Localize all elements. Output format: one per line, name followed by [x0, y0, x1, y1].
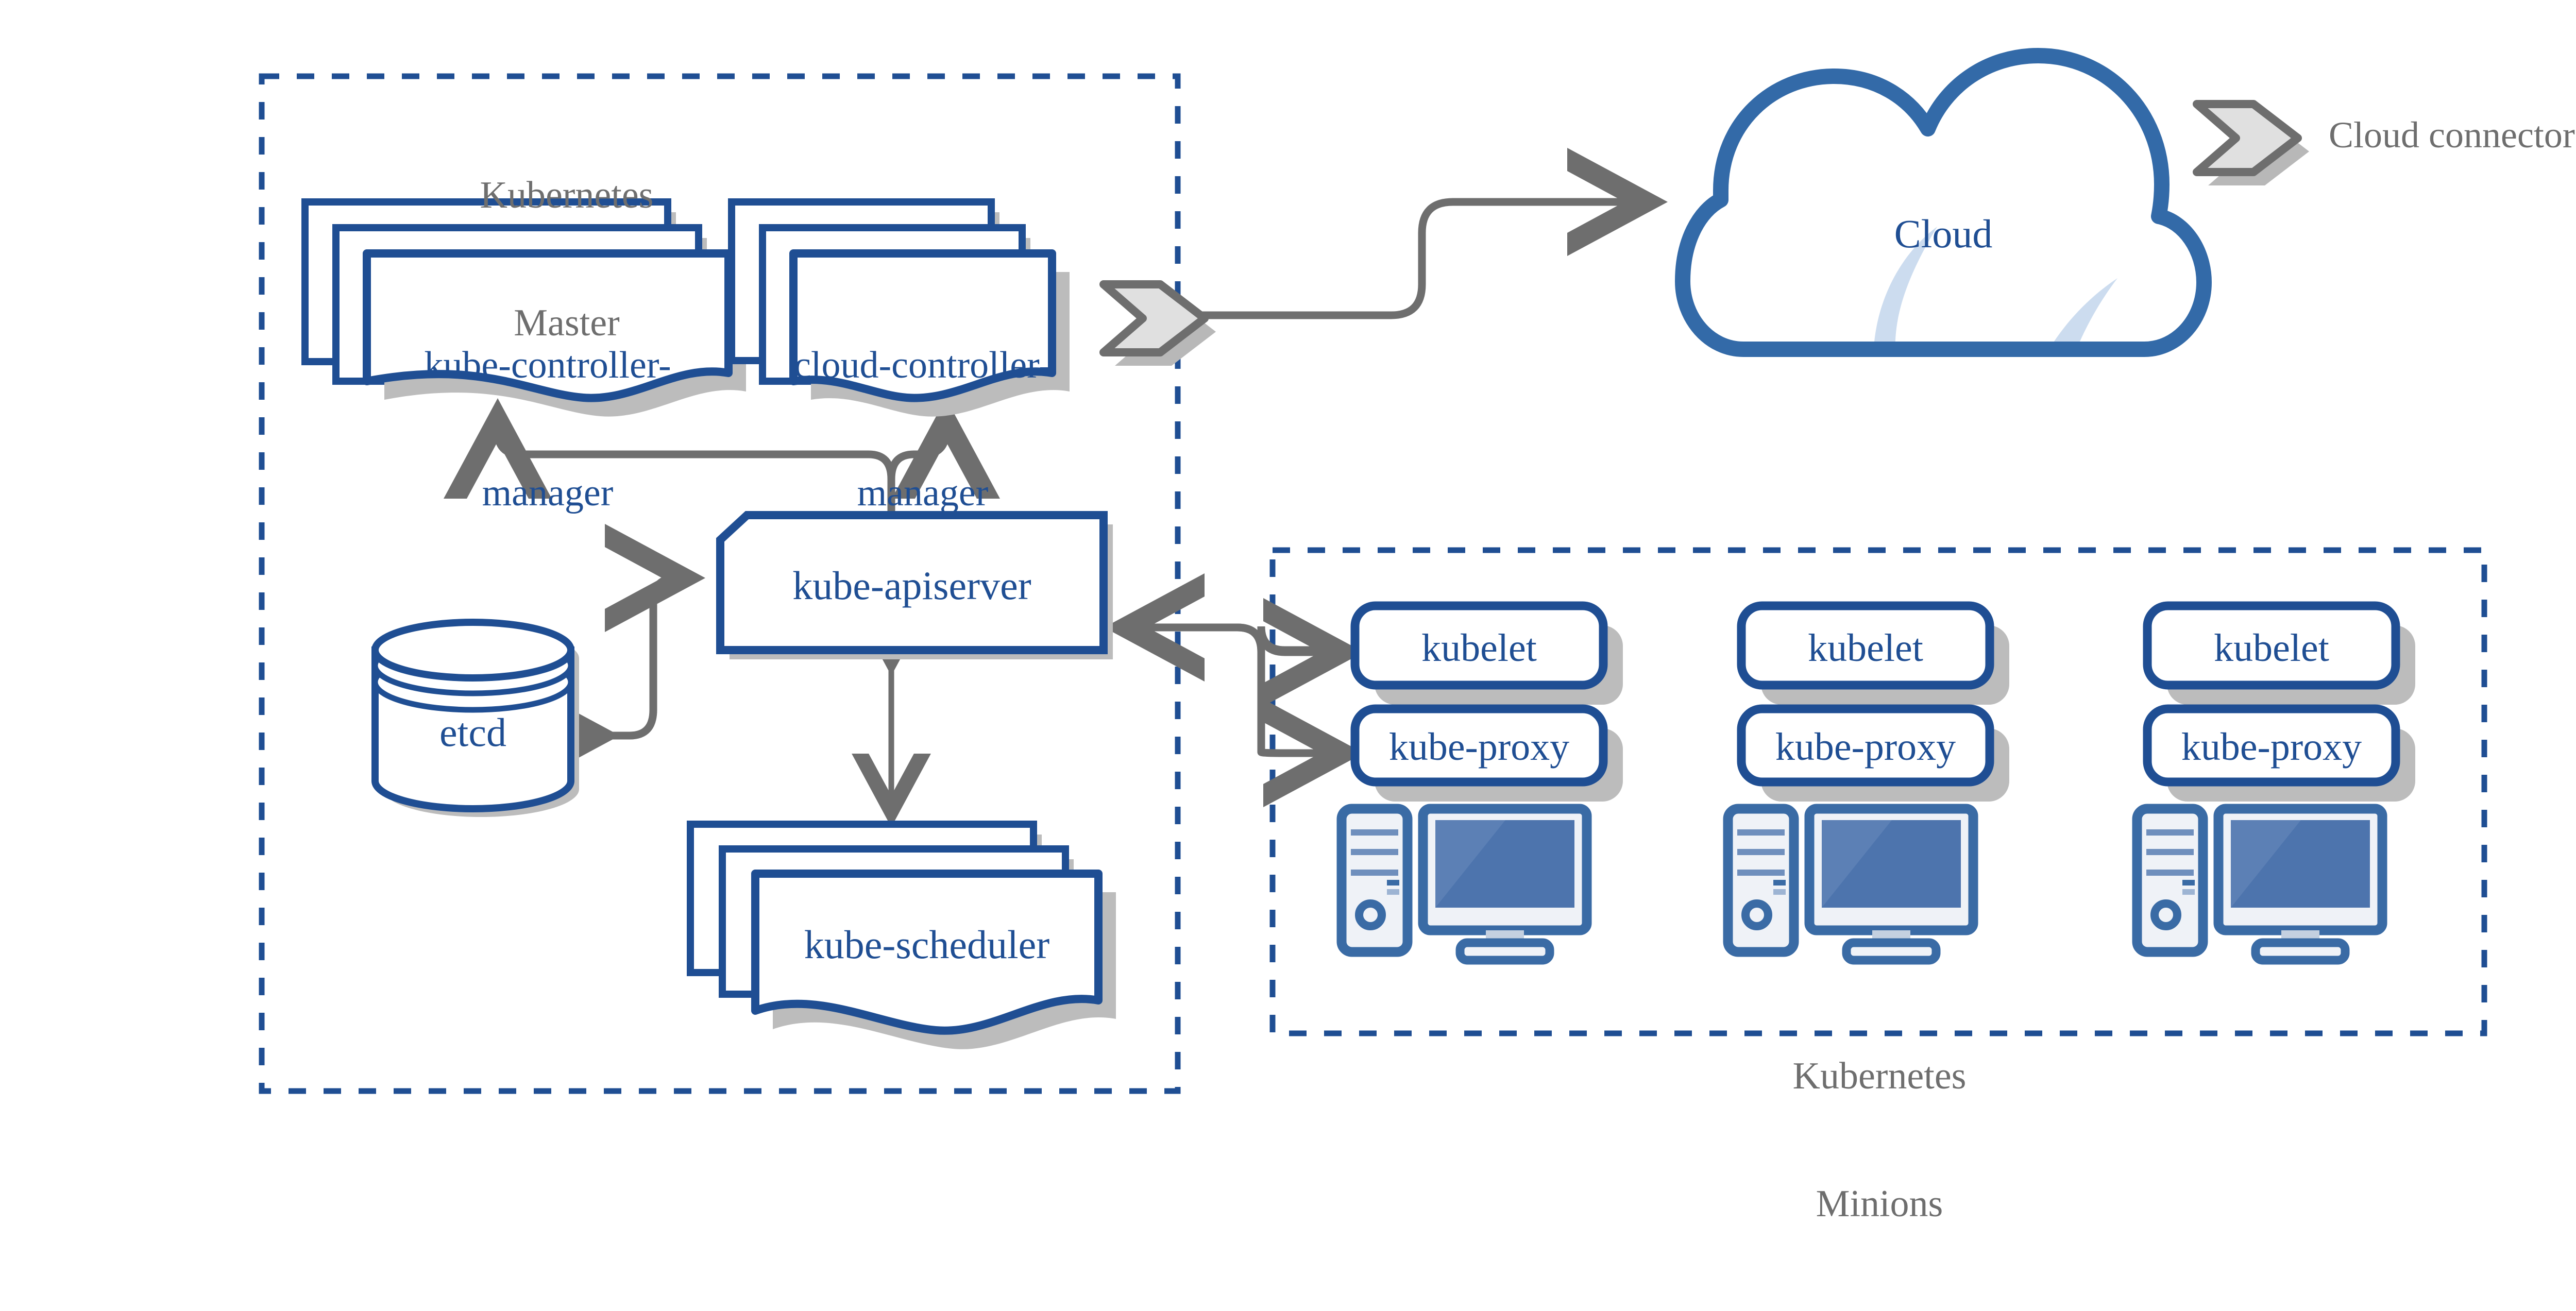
kcm-label-line1: kube-controller-	[424, 344, 671, 386]
group-label-minions-line1: Kubernetes	[1792, 1054, 1967, 1097]
cloud-node	[1675, 48, 2212, 495]
diagram-graphics	[259, 48, 2487, 1094]
node-kube-controller-manager[interactable]	[301, 198, 746, 417]
minion-3-kube-proxy-label: kube-proxy	[2181, 725, 2362, 769]
node-etcd[interactable]	[371, 619, 579, 817]
node-cloud-controller-manager[interactable]	[728, 198, 1070, 417]
desktop-computer-icon	[1336, 804, 1592, 965]
legend-label: Cloud connector	[2329, 114, 2575, 156]
kcm-label-line2: manager	[482, 472, 614, 515]
doc-front	[363, 249, 733, 402]
minion-node-2	[1723, 601, 2009, 965]
connector-ccm-to-cloud	[1195, 148, 1668, 319]
group-border-minions	[1269, 547, 2487, 1036]
ccm-label-line2: manager	[857, 472, 989, 515]
minion-3-kubelet-label: kubelet	[2214, 626, 2329, 670]
cloud-shade-2	[1840, 361, 1909, 495]
minion-2-kubelet-label: kubelet	[1808, 626, 1923, 670]
node-label-cloud: Cloud	[1894, 211, 1993, 256]
doc-front	[789, 249, 1056, 402]
group-label-master-line1: Kubernetes	[480, 174, 654, 216]
kubelet-box[interactable]	[1350, 601, 1608, 690]
kube-proxy-box[interactable]	[1737, 704, 1994, 787]
kubelet-box[interactable]	[2143, 601, 2400, 690]
node-label-kube-scheduler: kube-scheduler	[804, 922, 1050, 967]
etcd-ring-1	[371, 619, 574, 682]
minion-2-kube-proxy-label: kube-proxy	[1775, 725, 1956, 769]
minion-1-kube-proxy-label: kube-proxy	[1388, 725, 1570, 769]
node-label-cloud-controller-manager: cloud-controller- manager	[788, 259, 1057, 600]
connector-apiserver-to-ccm	[887, 398, 1000, 520]
minion-node-1	[1336, 601, 1623, 965]
node-label-etcd: etcd	[439, 710, 506, 755]
group-label-minions: Kubernetes Minions	[1673, 969, 2086, 1311]
connectors-group	[444, 148, 1668, 827]
group-label-master-line2: Master	[514, 302, 620, 345]
minion-1-kubelet-label: kubelet	[1421, 626, 1537, 670]
kube-proxy-box[interactable]	[2143, 704, 2400, 787]
connector-apiserver-kubelet-out	[1118, 598, 1364, 706]
node-label-kube-controller-manager: kube-controller- manager	[367, 259, 728, 600]
group-label-master: Kubernetes Master	[361, 89, 773, 430]
apiserver-shape	[716, 511, 1108, 654]
cloud-outline	[1675, 48, 2212, 357]
legend-cloud-connector-icon[interactable]	[2193, 100, 2309, 185]
cloud-shade-1	[1873, 227, 1937, 349]
cloud-connector-icon[interactable]	[1099, 280, 1216, 366]
doc-front	[751, 870, 1103, 1035]
desktop-computer-icon	[1723, 804, 1978, 965]
node-kube-apiserver[interactable]	[716, 511, 1113, 659]
connector-etcd-apiserver	[519, 524, 706, 790]
diagram-canvas: Kubernetes Master Kubernetes Minions kub…	[259, 48, 2575, 1225]
kubelet-box[interactable]	[1737, 601, 1994, 690]
ccm-label-line1: cloud-controller-	[794, 344, 1052, 386]
node-label-kube-apiserver: kube-apiserver	[792, 563, 1031, 608]
cloud-shade-4	[2115, 402, 2178, 495]
minion-node-3	[2132, 601, 2415, 965]
connector-apiserver-to-kubeproxy	[1257, 651, 1364, 807]
group-border-master	[259, 73, 1181, 1094]
node-kube-scheduler[interactable]	[687, 821, 1116, 1049]
kube-proxy-box[interactable]	[1350, 704, 1608, 787]
desktop-computer-icon	[2132, 804, 2387, 965]
group-label-minions-line2: Minions	[1816, 1183, 1943, 1225]
